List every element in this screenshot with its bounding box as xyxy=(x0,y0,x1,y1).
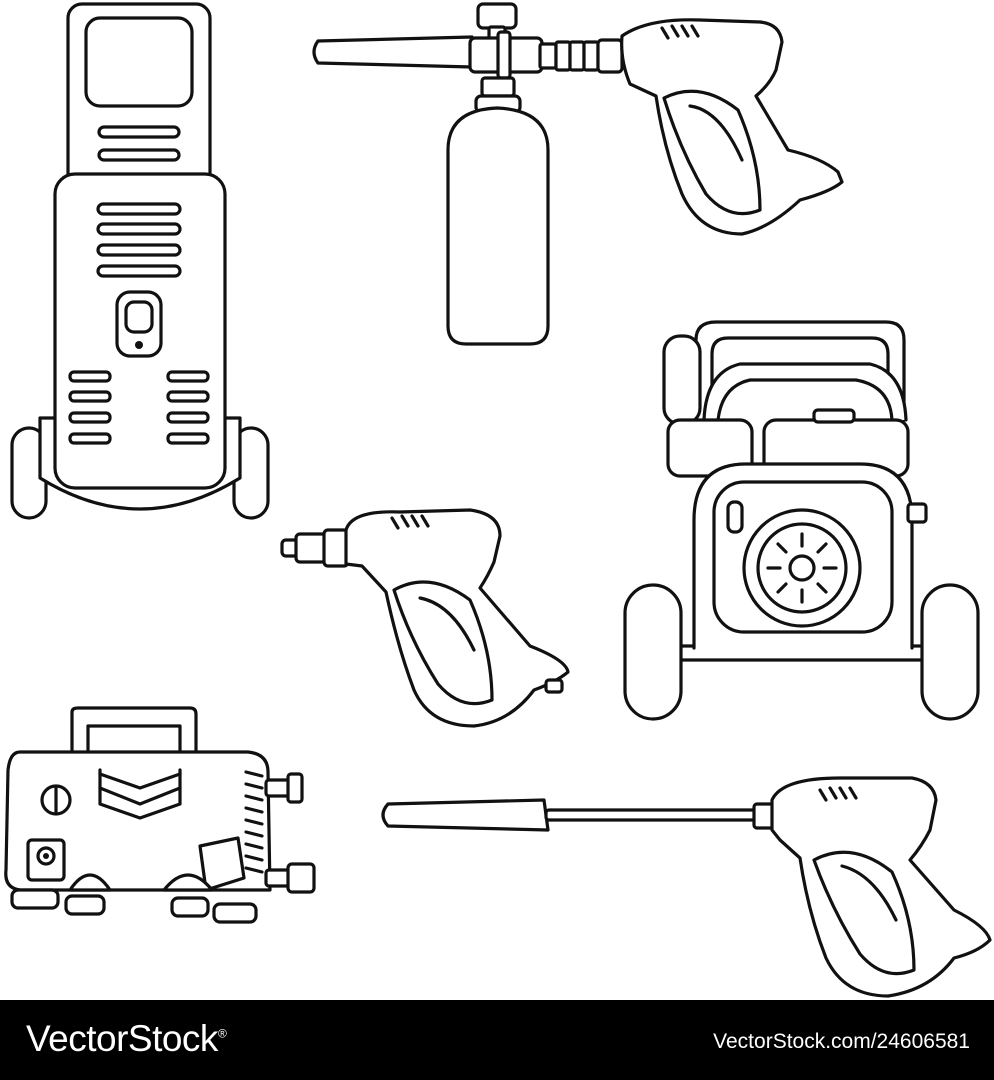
watermark-footer: VectorStock® VectorStock.com/24606581 xyxy=(0,1000,994,1080)
trigger-spray-gun-icon xyxy=(280,508,570,728)
pressure-washer-illustration xyxy=(4,2,992,998)
wheeled-gas-pressure-washer-icon xyxy=(623,320,980,721)
brand-name: VectorStock xyxy=(26,1018,218,1059)
compact-pressure-washer-icon xyxy=(4,706,316,924)
image-credit: VectorStock.com/24606581 xyxy=(713,1030,970,1053)
registered-mark: ® xyxy=(217,1026,227,1041)
spray-gun-with-lance-icon xyxy=(381,776,992,998)
vectorstock-brand: VectorStock® xyxy=(26,1018,227,1060)
upright-pressure-washer-icon xyxy=(10,2,270,520)
foam-cannon-gun-icon xyxy=(312,2,844,346)
